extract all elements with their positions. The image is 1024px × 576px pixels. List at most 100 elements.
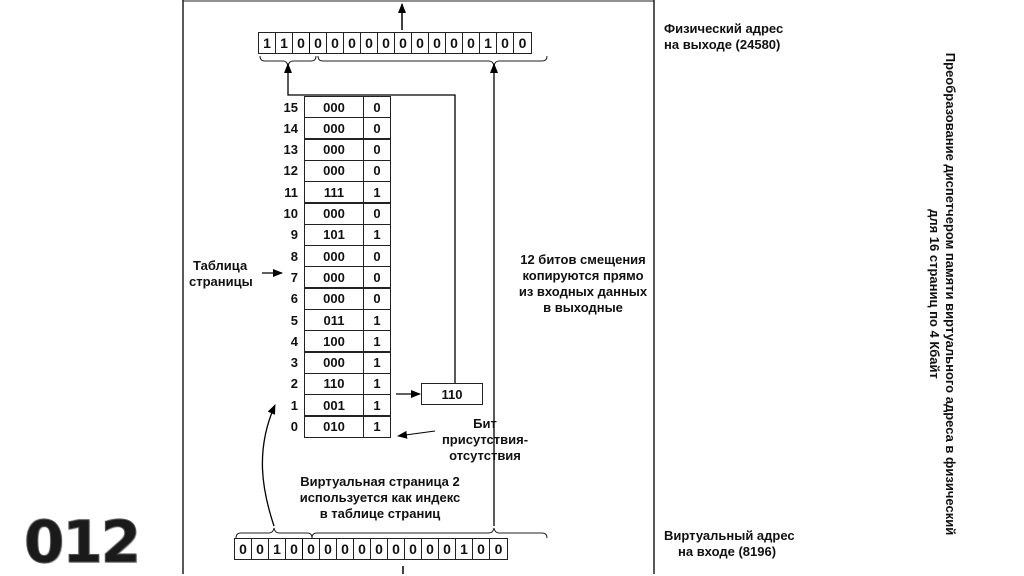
virtual-address-label-line: на входе (8196) [678,544,777,559]
virtual-address-label: Виртуальный адрес на входе (8196) [664,528,795,560]
present-bit: 0 [364,245,391,268]
physical-address-label: Физический адрес на выходе (24580) [664,21,783,53]
index-note-line: Виртуальная страница 2 [300,474,460,489]
address-bit: 0 [405,539,422,559]
page-index: 7 [290,269,298,285]
present-bit: 1 [364,330,391,353]
address-bit: 1 [269,539,286,559]
address-bit: 0 [388,539,405,559]
virtual-address-label-line: Виртуальный адрес [664,528,795,543]
page-frame-number: 011 [304,309,364,331]
address-bit: 0 [327,33,344,53]
page-frame-number: 000 [304,287,364,310]
page-index: 6 [290,291,298,307]
offset-note-line: 12 битов смещения [520,252,646,267]
address-bit: 0 [235,539,252,559]
physical-address-label-line: Физический адрес [664,21,784,36]
address-bit: 0 [320,539,337,559]
address-bit: 0 [395,33,412,53]
address-bit: 0 [378,33,395,53]
page-index: 14 [283,120,298,136]
address-bit: 1 [276,33,293,53]
physical-address-label-line: на выходе (24580) [664,37,781,52]
slide-number: 012 [23,508,141,576]
present-bit: 0 [364,159,391,182]
page-index: 15 [283,99,298,115]
page-index: 4 [290,333,298,349]
offset-note-line: из входных данных [518,284,648,299]
page-index: 10 [283,206,298,221]
address-bit: 0 [412,33,429,53]
offset-note: 12 битов смещения копируются прямо из вх… [503,252,663,316]
page-frame-number: 000 [304,96,364,118]
page-frame-number: 101 [304,223,364,246]
diagram-title: Преобразование диспетчером памяти виртуа… [908,14,968,574]
address-bit: 0 [344,33,361,53]
present-bit: 1 [364,309,391,331]
page-index: 2 [290,376,298,392]
address-bit: 0 [303,539,320,559]
address-bit: 0 [361,33,378,53]
present-bit: 1 [364,372,391,395]
present-bit: 0 [364,117,391,140]
page-frame-number: 000 [304,351,364,374]
address-bit: 0 [439,539,456,559]
address-bit: 0 [497,33,514,53]
address-bit: 0 [422,539,439,559]
present-bit: 1 [364,415,391,438]
present-bit: 0 [364,138,391,161]
diagram-title-line: Преобразование диспетчером памяти виртуа… [943,52,958,536]
address-bit: 0 [463,33,480,53]
address-bit: 0 [286,539,303,559]
index-note: Виртуальная страница 2 используется как … [270,474,490,522]
index-curve-arrow [261,404,276,527]
page-index: 9 [290,227,298,243]
diagram-title-line: для 16 страниц по 4 Кбайт [927,209,942,379]
present-bit-arrow [397,430,436,439]
page-frame-number: 000 [304,202,364,225]
address-bit: 0 [518,35,527,51]
present-bit: 1 [364,351,391,374]
page-frame-number: 000 [304,159,364,182]
present-bit-note-line: присутствия- [441,432,529,447]
present-bit: 0 [364,287,391,310]
index-note-line: в таблице страниц [319,506,441,521]
address-bit: 0 [293,33,310,53]
page-frame-number: 000 [304,266,364,289]
brace-page-in [235,527,313,539]
page-index: 12 [283,163,298,179]
page-frame-number: 100 [304,330,364,353]
page-index: 3 [290,355,298,371]
page-frame-number: 000 [304,245,364,268]
present-bit: 1 [364,181,391,204]
page-frame-number: 010 [304,415,364,438]
page-index: 13 [283,142,298,158]
address-bit: 0 [337,539,354,559]
page-index: 8 [290,248,298,264]
present-bit: 0 [364,96,391,118]
present-bit-note-line: Бит [473,416,497,431]
brace-offset-out [317,55,548,67]
present-bit: 1 [364,394,391,417]
page-frame-number: 000 [304,138,364,161]
selected-frame-box: 110 [421,383,483,405]
page-frame-number: 111 [304,181,364,204]
present-bit-note: Бит присутствия- отсутствия [430,416,540,464]
page-index: 11 [284,184,298,200]
address-bit: 1 [480,33,497,53]
